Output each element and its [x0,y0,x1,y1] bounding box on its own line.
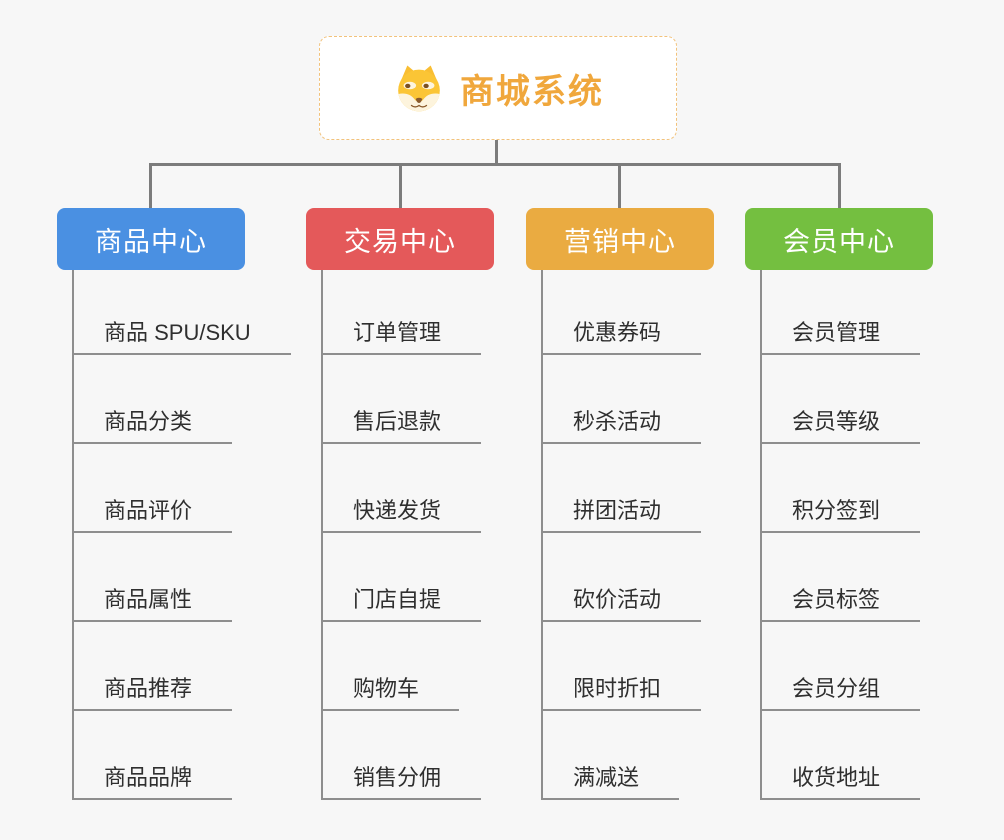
branch-product-center: 商品中心 商品 SPU/SKU 商品分类 商品评价 商品属性 商品推荐 商品品牌 [57,208,291,800]
branch-member-center: 会员中心 会员管理 会员等级 积分签到 会员标签 会员分组 收货地址 [745,208,933,800]
leaf-node[interactable]: 拼团活动 [543,444,702,533]
leaf-list-trade: 订单管理 售后退款 快递发货 门店自提 购物车 销售分佣 [321,270,494,800]
leaf-node[interactable]: 商品推荐 [74,622,233,711]
leaf-node[interactable]: 满减送 [543,711,680,800]
leaf-node[interactable]: 会员管理 [762,270,921,355]
root-title: 商城系统 [460,72,604,111]
leaf-node[interactable]: 砍价活动 [543,533,702,622]
connector-drop-marketing [618,163,621,208]
branch-node-trade-center[interactable]: 交易中心 [306,208,494,270]
branch-trade-center: 交易中心 订单管理 售后退款 快递发货 门店自提 购物车 销售分佣 [306,208,494,800]
branch-node-marketing-center[interactable]: 营销中心 [526,208,714,270]
leaf-node[interactable]: 门店自提 [323,533,482,622]
leaf-node[interactable]: 会员等级 [762,355,921,444]
leaf-node[interactable]: 销售分佣 [323,711,482,800]
leaf-node[interactable]: 会员标签 [762,533,921,622]
leaf-node[interactable]: 商品评价 [74,444,233,533]
connector-root-stub [495,140,498,166]
leaf-node[interactable]: 商品 SPU/SKU [74,270,291,355]
leaf-list-marketing: 优惠券码 秒杀活动 拼团活动 砍价活动 限时折扣 满减送 [541,270,714,800]
dog-face-icon [398,65,440,112]
leaf-node[interactable]: 商品品牌 [74,711,233,800]
leaf-node[interactable]: 商品属性 [74,533,233,622]
leaf-node[interactable]: 售后退款 [323,355,482,444]
connector-drop-member [838,163,841,208]
leaf-node[interactable]: 优惠券码 [543,270,702,355]
leaf-node[interactable]: 秒杀活动 [543,355,702,444]
leaf-list-member: 会员管理 会员等级 积分签到 会员标签 会员分组 收货地址 [760,270,933,800]
leaf-node[interactable]: 购物车 [323,622,460,711]
leaf-node[interactable]: 订单管理 [323,270,482,355]
branch-node-member-center[interactable]: 会员中心 [745,208,933,270]
leaf-list-product: 商品 SPU/SKU 商品分类 商品评价 商品属性 商品推荐 商品品牌 [72,270,291,800]
connector-horizontal-line [149,163,840,166]
branch-node-product-center[interactable]: 商品中心 [57,208,245,270]
leaf-node[interactable]: 收货地址 [762,711,921,800]
leaf-node[interactable]: 快递发货 [323,444,482,533]
connector-drop-product [149,163,152,208]
root-node[interactable]: 商城系统 [319,36,677,140]
leaf-node[interactable]: 限时折扣 [543,622,702,711]
leaf-node[interactable]: 会员分组 [762,622,921,711]
leaf-node[interactable]: 商品分类 [74,355,233,444]
branch-marketing-center: 营销中心 优惠券码 秒杀活动 拼团活动 砍价活动 限时折扣 满减送 [526,208,714,800]
leaf-node[interactable]: 积分签到 [762,444,921,533]
connector-drop-trade [399,163,402,208]
